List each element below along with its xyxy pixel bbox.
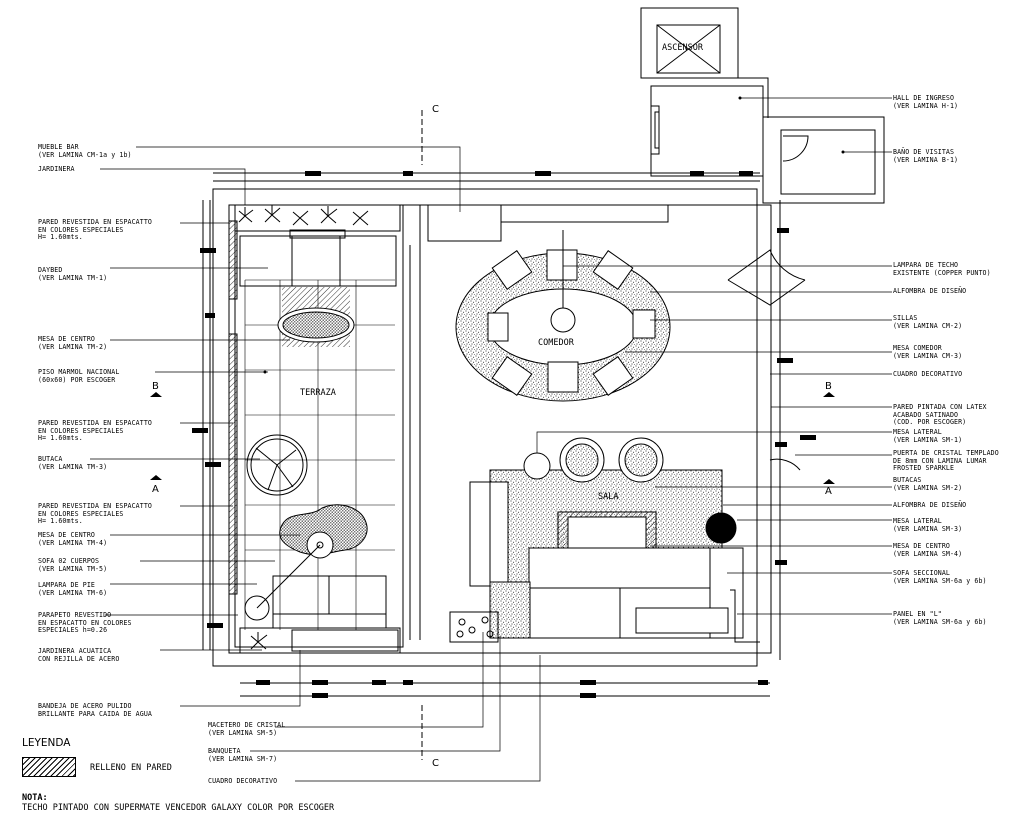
label-lampara-pie: LAMPARA DE PIE(VER LAMINA TM-6) <box>38 581 108 597</box>
label-cuadro: CUADRO DECORATIVO <box>893 370 963 378</box>
label-sofa-seccional: SOFA SECCIONAL(VER LAMINA SM-6a y 6b) <box>893 569 987 585</box>
label-mesa-lateral-1: MESA LATERAL(VER LAMINA SM-1) <box>893 428 963 444</box>
label-sofa-2: SOFA 02 CUERPOS(VER LAMINA TM-5) <box>38 557 108 573</box>
label-panel: PANEL EN "L"(VER LAMINA SM-6a y 6b) <box>893 610 987 626</box>
label-mueble-bar: MUEBLE BAR(VER LAMINA CM-1a y 1b) <box>38 143 132 159</box>
label-butaca: BUTACA(VER LAMINA TM-3) <box>38 455 108 471</box>
section-label-a-left: A <box>152 484 159 495</box>
label-mesa-centro-1: MESA DE CENTRO(VER LAMINA TM-2) <box>38 335 108 351</box>
label-piso: PISO MARMOL NACIONAL(60x60) POR ESCOGER <box>38 368 120 384</box>
label-mesa-centro-3: MESA DE CENTRO(VER LAMINA SM-4) <box>893 542 963 558</box>
label-alfombra-2: ALFOMBRA DE DISEÑO <box>893 501 967 509</box>
label-butacas: BUTACAS(VER LAMINA SM-2) <box>893 476 963 492</box>
label-mesa-lateral-2: MESA LATERAL(VER LAMINA SM-3) <box>893 517 963 533</box>
room-label-sala: SALA <box>598 492 619 502</box>
label-cuadro-bottom: CUADRO DECORATIVO <box>208 777 278 785</box>
label-bano: BAÑO DE VISITAS(VER LAMINA B-1) <box>893 148 959 164</box>
label-sillas: SILLAS(VER LAMINA CM-2) <box>893 314 963 330</box>
label-alfombra-1: ALFOMBRA DE DISEÑO <box>893 287 967 295</box>
note-text: TECHO PINTADO CON SUPERMATE VENCEDOR GAL… <box>22 803 335 813</box>
label-jardinera: JARDINERA <box>38 165 75 173</box>
label-daybed: DAYBED(VER LAMINA TM-1) <box>38 266 108 282</box>
section-label-c-top: C <box>432 104 439 115</box>
label-mesa-centro-2: MESA DE CENTRO(VER LAMINA TM-4) <box>38 531 108 547</box>
room-label-comedor: COMEDOR <box>538 338 574 348</box>
section-label-b-right: B <box>825 381 832 392</box>
section-label-b-left: B <box>152 381 159 392</box>
label-hall: HALL DE INGRESO(VER LAMINA H-1) <box>893 94 959 110</box>
room-label-terraza: TERRAZA <box>300 388 336 398</box>
section-marker-icon <box>150 392 162 397</box>
section-label-c-bottom: C <box>432 758 439 769</box>
section-label-a-right: A <box>825 486 832 497</box>
note-title: NOTA: <box>22 793 48 803</box>
legend-item-label: RELLENO EN PARED <box>90 763 172 773</box>
legend-swatch <box>22 757 76 777</box>
room-label-ascensor: ASCENSOR <box>662 43 703 53</box>
label-macetero: MACETERO DE CRISTAL(VER LAMINA SM-5) <box>208 721 286 737</box>
label-mesa-comedor: MESA COMEDOR(VER LAMINA CM-3) <box>893 344 963 360</box>
label-banqueta: BANQUETA(VER LAMINA SM-7) <box>208 747 278 763</box>
plant-icon <box>238 205 369 650</box>
legend-title: LEYENDA <box>22 737 71 749</box>
